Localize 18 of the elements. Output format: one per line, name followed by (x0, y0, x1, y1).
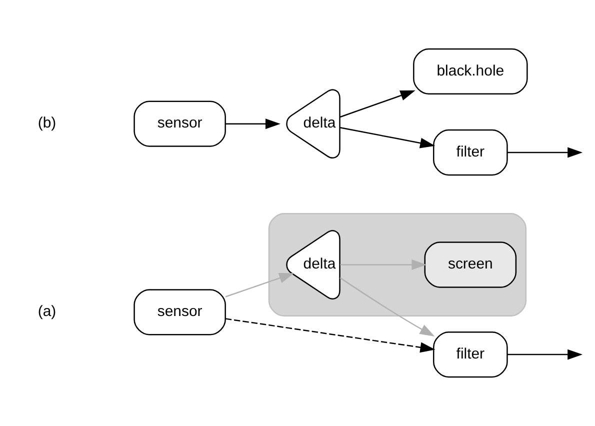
arrow (340, 90, 416, 118)
node-box: black.hole (413, 48, 528, 95)
node-box: filter (433, 129, 508, 176)
cluster (268, 213, 527, 317)
node-box: filter (433, 331, 508, 378)
arrow (340, 277, 435, 337)
arrow (340, 260, 427, 270)
label: (b) (38, 114, 56, 132)
arrow (226, 118, 280, 130)
arrow (340, 126, 436, 148)
arrow (225, 318, 436, 353)
node-box: sensor (134, 289, 226, 336)
arrow (507, 147, 583, 158)
label: (a) (38, 303, 56, 320)
node-box: sensor (134, 100, 226, 147)
arrow (225, 273, 294, 298)
node-box: screen (424, 242, 517, 288)
arrow (507, 349, 583, 360)
